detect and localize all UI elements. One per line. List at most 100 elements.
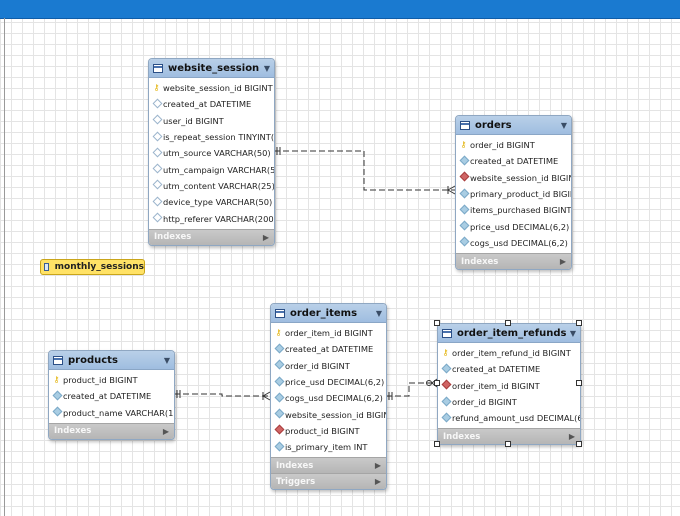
layer-monthly-sessions[interactable]: monthly_sessions <box>40 259 145 275</box>
indexes-section[interactable]: Indexes ▶ <box>271 457 386 473</box>
column-label: utm_campaign VARCHAR(50) <box>163 165 275 175</box>
column-label: is_primary_item INT <box>285 442 368 452</box>
column-row[interactable]: utm_campaign VARCHAR(50) <box>149 161 274 177</box>
column-row[interactable]: order_id BIGINT <box>271 358 386 374</box>
table-header[interactable]: products ▼ <box>49 351 174 370</box>
column-row[interactable]: ⚷product_id BIGINT <box>49 372 174 388</box>
column-row[interactable]: is_repeat_session TINYINT(1) <box>149 129 274 145</box>
column-row[interactable]: user_id BIGINT <box>149 113 274 129</box>
resize-handle-top[interactable] <box>505 320 511 326</box>
resize-handle-top-left[interactable] <box>434 320 440 326</box>
resize-handle-bottom[interactable] <box>505 441 511 447</box>
collapse-arrow-icon[interactable]: ▼ <box>164 356 170 365</box>
column-row[interactable]: price_usd DECIMAL(6,2) <box>456 218 571 234</box>
column-row[interactable]: created_at DATETIME <box>49 388 174 404</box>
indexes-section[interactable]: Indexes ▶ <box>456 253 571 269</box>
column-row[interactable]: price_usd DECIMAL(6,2) <box>271 374 386 390</box>
column-row[interactable]: ⚷order_item_id BIGINT <box>271 325 386 341</box>
column-row[interactable]: ⚷order_item_refund_id BIGINT <box>438 345 580 361</box>
table-order-item-refunds[interactable]: order_item_refunds ▼ ⚷order_item_refund_… <box>437 323 581 445</box>
column-row[interactable]: product_name VARCHAR(120) <box>49 405 174 421</box>
resize-handle-bottom-left[interactable] <box>434 441 440 447</box>
resize-handle-top-right[interactable] <box>576 320 582 326</box>
resize-handle-left[interactable] <box>434 380 440 386</box>
column-label: cogs_usd DECIMAL(6,2) <box>285 393 383 403</box>
table-title: products <box>68 355 164 366</box>
expand-arrow-icon[interactable]: ▶ <box>375 477 381 486</box>
expand-arrow-icon[interactable]: ▶ <box>375 461 381 470</box>
column-row[interactable]: website_session_id BIGINT <box>456 170 571 186</box>
column-icon <box>153 133 160 142</box>
column-list: ⚷product_id BIGINTcreated_at DATETIMEpro… <box>49 370 174 423</box>
resize-handle-bottom-right[interactable] <box>576 441 582 447</box>
column-label: cogs_usd DECIMAL(6,2) <box>470 238 568 248</box>
column-row[interactable]: items_purchased BIGINT <box>456 202 571 218</box>
column-row[interactable]: order_id BIGINT <box>438 394 580 410</box>
column-row[interactable]: is_primary_item INT <box>271 439 386 455</box>
column-row[interactable]: order_item_id BIGINT <box>438 378 580 394</box>
column-icon <box>275 410 282 419</box>
column-row[interactable]: ⚷order_id BIGINT <box>456 137 571 153</box>
table-icon <box>153 64 163 73</box>
expand-arrow-icon[interactable]: ▶ <box>569 432 575 441</box>
layer-icon <box>44 263 49 271</box>
expand-arrow-icon[interactable]: ▶ <box>263 233 269 242</box>
column-icon <box>153 214 160 223</box>
table-icon <box>442 329 452 338</box>
column-row[interactable]: created_at DATETIME <box>271 341 386 357</box>
relationship-order-items-refunds <box>386 383 437 396</box>
foreign-key-icon <box>442 381 449 390</box>
collapse-arrow-icon[interactable]: ▼ <box>264 64 270 73</box>
column-row[interactable]: http_referer VARCHAR(200) <box>149 210 274 226</box>
table-website-session[interactable]: website_session ▼ ⚷website_session_id BI… <box>148 58 275 246</box>
column-label: order_item_id BIGINT <box>285 328 373 338</box>
column-icon <box>275 394 282 403</box>
column-label: created_at DATETIME <box>470 156 558 166</box>
column-row[interactable]: utm_source VARCHAR(50) <box>149 145 274 161</box>
table-icon <box>460 121 470 130</box>
table-header[interactable]: website_session ▼ <box>149 59 274 78</box>
collapse-arrow-icon[interactable]: ▼ <box>570 329 576 338</box>
expand-arrow-icon[interactable]: ▶ <box>560 257 566 266</box>
table-header[interactable]: order_items ▼ <box>271 304 386 323</box>
table-order-items[interactable]: order_items ▼ ⚷order_item_id BIGINTcreat… <box>270 303 387 490</box>
indexes-section[interactable]: Indexes ▶ <box>149 229 274 245</box>
table-products[interactable]: products ▼ ⚷product_id BIGINTcreated_at … <box>48 350 175 440</box>
expand-arrow-icon[interactable]: ▶ <box>163 427 169 436</box>
column-label: order_id BIGINT <box>452 397 517 407</box>
column-icon <box>460 157 467 166</box>
column-row[interactable]: created_at DATETIME <box>149 96 274 112</box>
column-row[interactable]: product_id BIGINT <box>271 423 386 439</box>
column-row[interactable]: website_session_id BIGINT <box>271 406 386 422</box>
indexes-section[interactable]: Indexes ▶ <box>49 423 174 439</box>
primary-key-icon: ⚷ <box>275 329 282 337</box>
table-header[interactable]: orders ▼ <box>456 116 571 135</box>
resize-handle-right[interactable] <box>576 380 582 386</box>
table-orders[interactable]: orders ▼ ⚷order_id BIGINT created_at DATE… <box>455 115 572 270</box>
column-row[interactable]: ⚷website_session_id BIGINT <box>149 80 274 96</box>
column-icon <box>275 443 282 452</box>
column-icon <box>53 408 60 417</box>
column-row[interactable]: cogs_usd DECIMAL(6,2) <box>456 235 571 251</box>
column-row[interactable]: cogs_usd DECIMAL(6,2) <box>271 390 386 406</box>
column-row[interactable]: created_at DATETIME <box>456 153 571 169</box>
column-icon <box>442 398 449 407</box>
column-label: order_id BIGINT <box>285 361 350 371</box>
collapse-arrow-icon[interactable]: ▼ <box>561 121 567 130</box>
column-row[interactable]: device_type VARCHAR(50) <box>149 194 274 210</box>
column-icon <box>275 378 282 387</box>
table-header[interactable]: order_item_refunds ▼ <box>438 324 580 343</box>
column-label: price_usd DECIMAL(6,2) <box>285 377 384 387</box>
column-label: device_type VARCHAR(50) <box>163 197 272 207</box>
column-label: items_purchased BIGINT <box>470 205 572 215</box>
column-icon <box>275 345 282 354</box>
column-row[interactable]: primary_product_id BIGINT <box>456 186 571 202</box>
column-row[interactable]: created_at DATETIME <box>438 361 580 377</box>
column-row[interactable]: refund_amount_usd DECIMAL(6,2) <box>438 410 580 426</box>
collapse-arrow-icon[interactable]: ▼ <box>376 309 382 318</box>
section-label: Triggers <box>276 477 315 487</box>
column-label: utm_source VARCHAR(50) <box>163 148 271 158</box>
column-icon <box>153 165 160 174</box>
triggers-section[interactable]: Triggers ▶ <box>271 473 386 489</box>
column-row[interactable]: utm_content VARCHAR(25) <box>149 178 274 194</box>
